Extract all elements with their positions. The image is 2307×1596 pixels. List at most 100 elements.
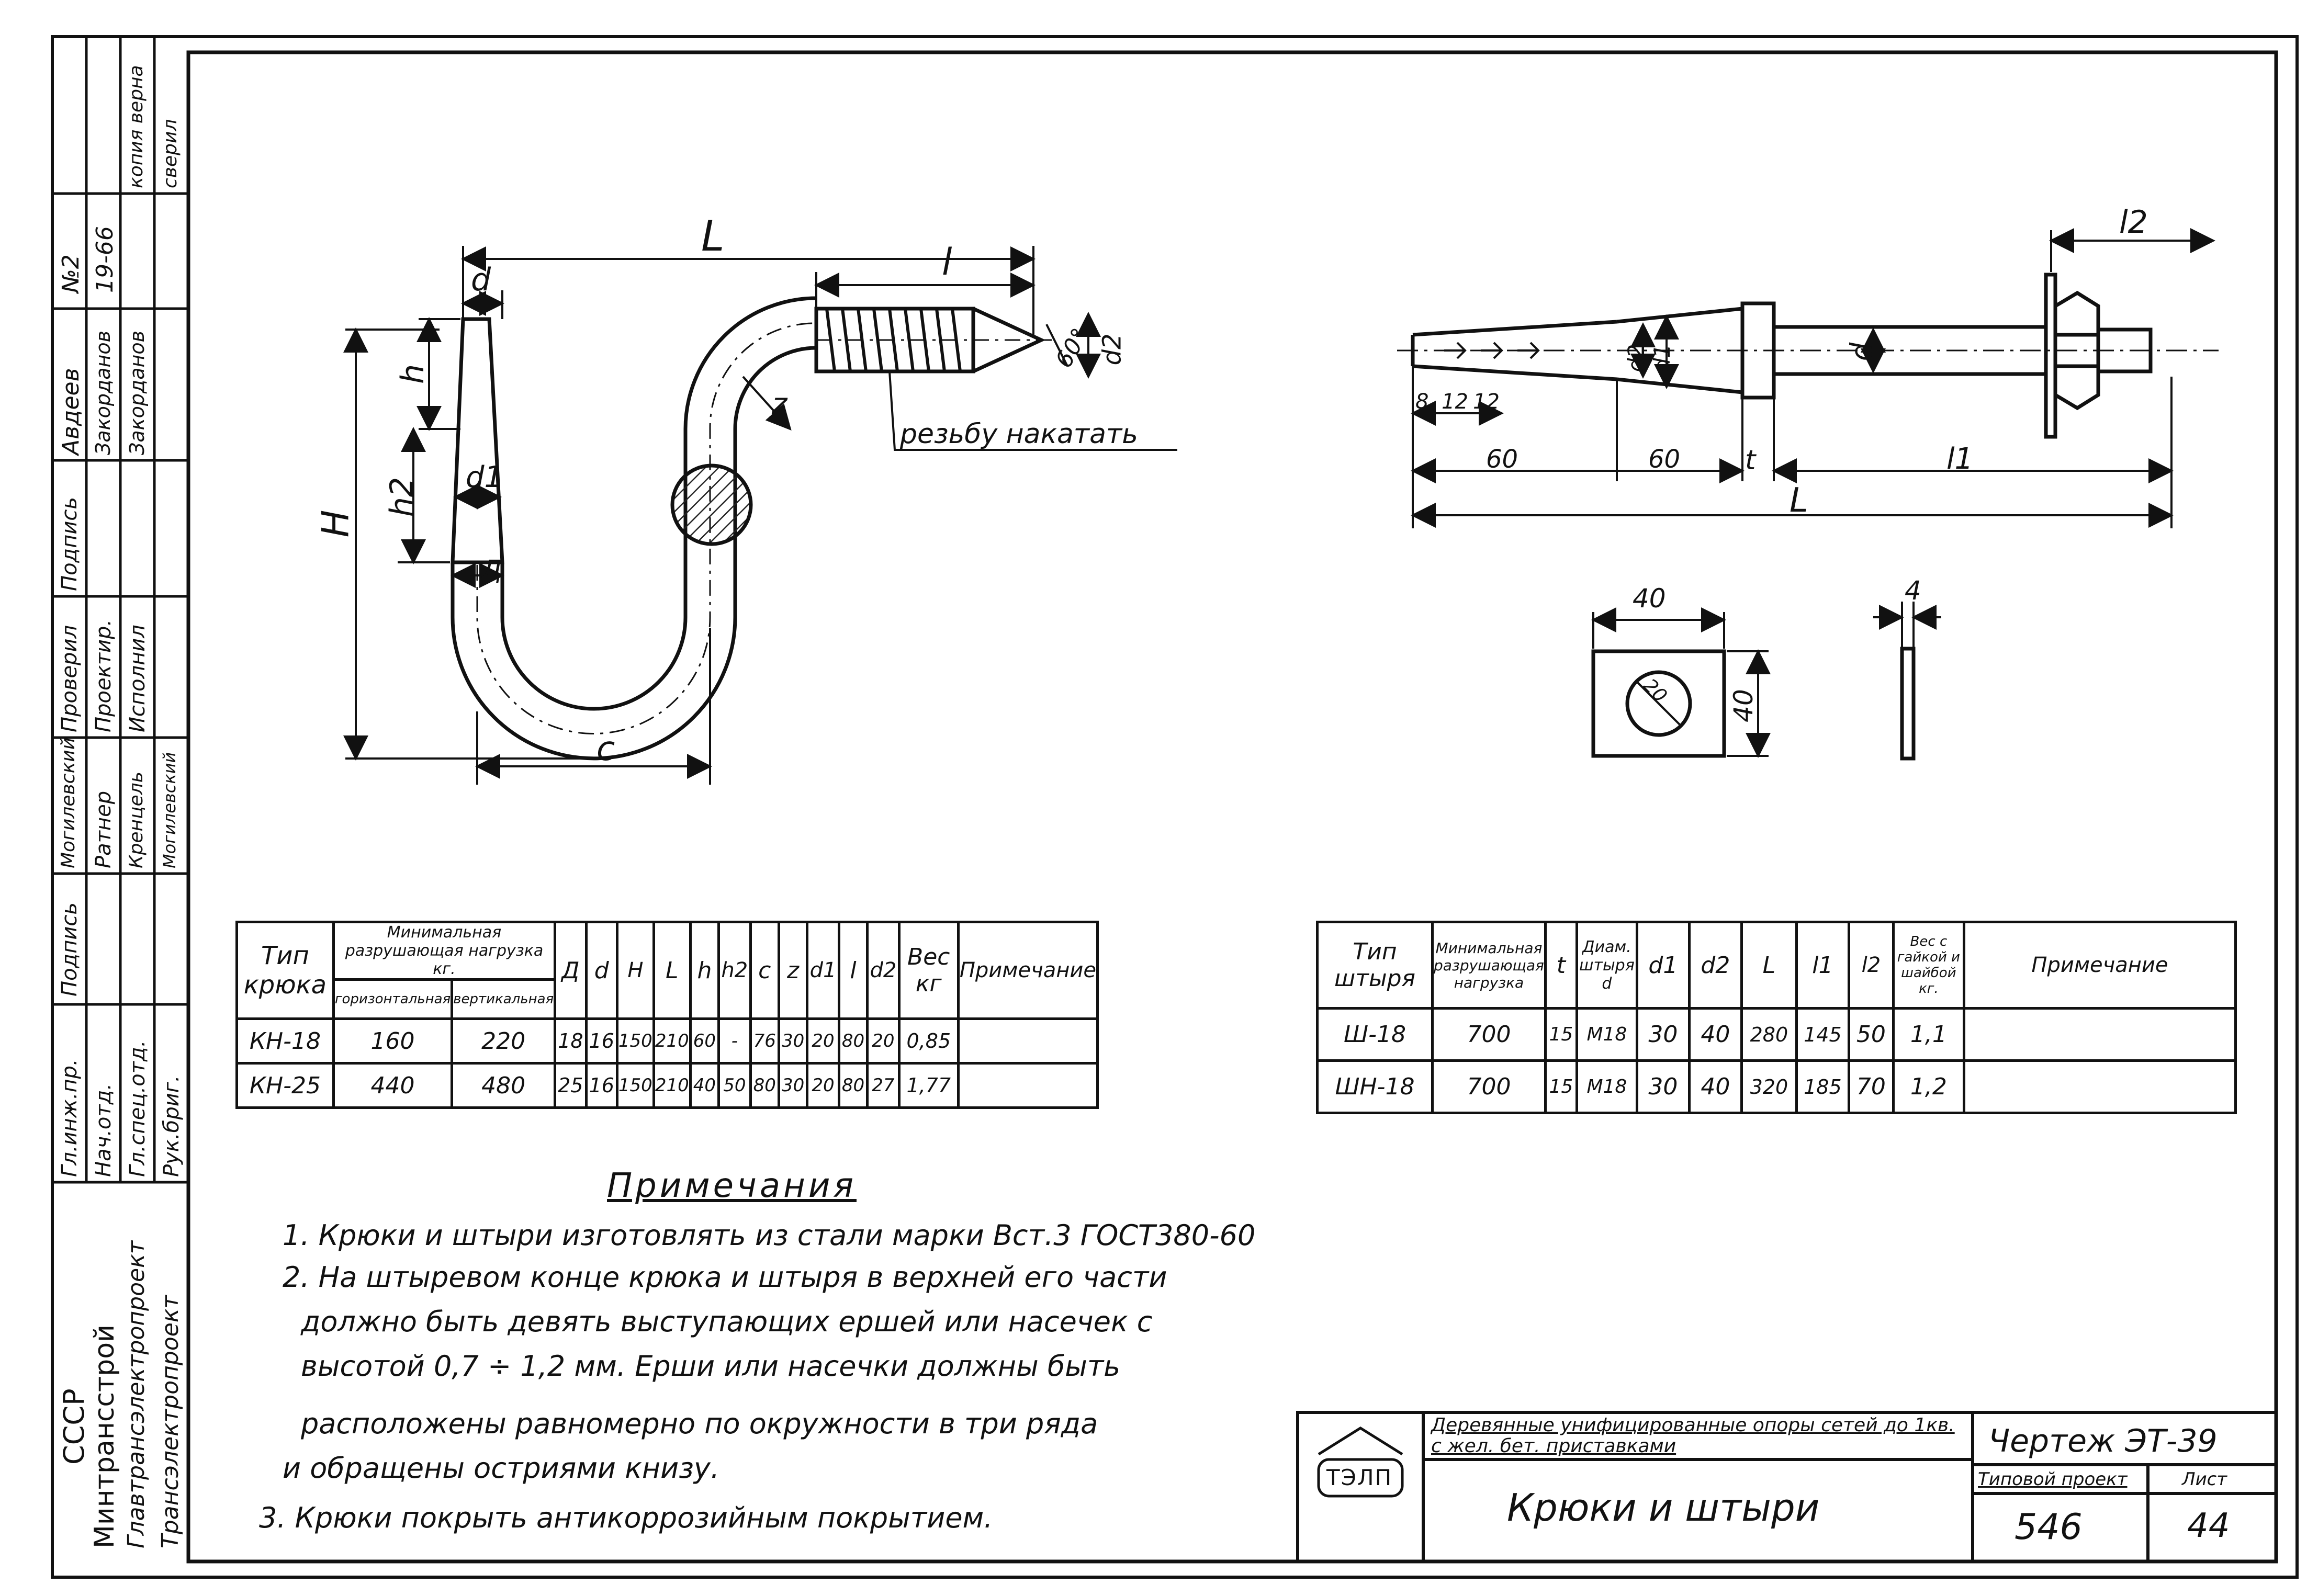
cell: 30 — [1635, 1059, 1691, 1114]
outer-frame — [51, 35, 2299, 1579]
pin-dim-l1: l1 — [1946, 442, 1974, 476]
cell: Ш-18 — [1316, 1007, 1434, 1062]
pin-dim-d: d — [1844, 342, 1879, 361]
pin-drawing — [1397, 273, 2219, 439]
pin-th-d1: d1 — [1635, 921, 1691, 1010]
side-org-3: Главтрансэлектропроект — [123, 1240, 150, 1548]
hook-th-d2: d2 — [866, 921, 901, 1020]
hook-table: Тип крюка Минимальная разрушающая нагруз… — [235, 921, 1099, 1109]
side-org-2: Минтрансстрой — [89, 1325, 120, 1548]
washer-dimensions — [1591, 602, 1941, 758]
table-row: КН-18 160 220 18 16 150 210 60 - 76 30 2… — [235, 1017, 1099, 1065]
hook-dim-d1: d1 — [466, 460, 503, 494]
pin-dim-l2: l2 — [2119, 204, 2148, 241]
cell: 16 — [584, 1062, 618, 1109]
side-name2-3: Закорданов — [126, 330, 149, 455]
cell: 80 — [837, 1062, 869, 1109]
pin-dim-L: L — [1790, 481, 1808, 520]
hook-dim-h2: h2 — [384, 477, 421, 517]
logo-text: ТЭЛП — [1326, 1465, 1393, 1490]
cell: - — [717, 1017, 752, 1065]
cell — [1962, 1007, 2237, 1062]
pin-table: Тип штыря Минимальная разрушающая нагруз… — [1316, 921, 2237, 1114]
hook-th-weight: Вес кг — [897, 921, 960, 1020]
cell: 185 — [1795, 1059, 1850, 1114]
cell: M18 — [1575, 1007, 1638, 1062]
hook-dimensions — [343, 246, 1177, 785]
side-checked-1: Проектир. — [92, 619, 116, 732]
hook-th-vertical: вертикальная — [451, 978, 557, 1020]
pin-dim-d1: d1 — [1649, 344, 1675, 372]
cell: 25 — [554, 1062, 588, 1109]
side-name-1: Могилевский — [58, 737, 79, 868]
cell: 16 — [584, 1017, 618, 1065]
pin-dimensions — [1411, 228, 2215, 528]
cell: 30 — [777, 1017, 809, 1065]
hook-dim-d2: d2 — [1097, 333, 1127, 366]
pin-th-L: L — [1740, 921, 1798, 1010]
washer-dim-4: 4 — [1905, 575, 1921, 606]
cell: 1,77 — [897, 1062, 960, 1109]
side-org-4: Трансэлектропроект — [157, 1295, 184, 1548]
side-name-2: Ратнер — [92, 790, 116, 868]
project-title: Деревянные унифицированные опоры сетей д… — [1431, 1414, 1955, 1457]
side-name-4: Могилевский — [160, 752, 179, 868]
table-row: КН-25 440 480 25 16 150 210 40 50 80 30 … — [235, 1062, 1099, 1109]
note-line: должно быть девять выступающих ершей или… — [301, 1305, 1153, 1338]
cell: 0,85 — [897, 1017, 960, 1065]
pin-dim-d2: d2 — [1623, 344, 1649, 372]
cell: 40 — [1687, 1007, 1743, 1062]
cell: 145 — [1795, 1007, 1850, 1062]
hook-th-z: z — [777, 921, 809, 1020]
cell — [956, 1017, 1099, 1065]
cell: 70 — [1847, 1059, 1895, 1114]
pin-dim-60b: 60 — [1648, 445, 1681, 474]
side-signature-header-2: Подпись — [58, 497, 82, 591]
cell: 27 — [866, 1062, 901, 1109]
side-signature-header: Подпись — [58, 902, 82, 997]
hook-section-hatched — [670, 463, 753, 546]
table-row: ШН-18 700 15 M18 30 40 320 185 70 1,2 — [1316, 1059, 2237, 1114]
side-role-3: Гл.спец.отд. — [126, 1040, 150, 1177]
hook-dim-H: H — [314, 510, 357, 538]
notes-title: Примечания — [607, 1167, 857, 1205]
cell: 220 — [451, 1017, 557, 1065]
note-line: 3. Крюки покрыть антикоррозийным покрыти… — [259, 1501, 993, 1534]
note-line: 1. Крюки и штыри изготовлять из стали ма… — [283, 1219, 1256, 1252]
side-top-4: сверил — [160, 119, 181, 188]
pin-dim-60a: 60 — [1486, 445, 1518, 474]
cell: 160 — [332, 1017, 454, 1065]
cell: 700 — [1431, 1007, 1547, 1062]
hook-th-type: Тип крюка — [235, 921, 335, 1020]
pin-th-d: Диам. штыря d — [1575, 921, 1638, 1010]
cell: 210 — [652, 1017, 692, 1065]
hook-dim-c: c — [597, 730, 615, 768]
sheet-number: 44 — [2187, 1507, 2230, 1545]
pin-th-l1: l1 — [1795, 921, 1850, 1010]
note-line: и обращены остриями книзу. — [283, 1452, 720, 1485]
pin-dim-12a: 12 — [1442, 390, 1468, 414]
washer-drawing — [1591, 647, 1916, 761]
hook-th-l: l — [837, 921, 869, 1020]
cell: 280 — [1740, 1007, 1798, 1062]
note-line: расположены равномерно по окружности в т… — [301, 1407, 1098, 1440]
side-checked-header: Проверил — [58, 625, 82, 732]
note-line: 2. На штыревом конце крюка и штыря в вер… — [283, 1261, 1167, 1294]
cell: 20 — [806, 1017, 840, 1065]
title-block-frame — [1296, 1411, 2278, 1563]
hook-th-load: Минимальная разрушающая нагрузка кг. — [332, 921, 557, 981]
cell: 50 — [1847, 1007, 1895, 1062]
side-top-1: №2 — [58, 254, 84, 293]
cell: 60 — [689, 1017, 721, 1065]
sheet-label: Лист — [2182, 1469, 2227, 1490]
sheet-title: Крюки и штыри — [1507, 1486, 1820, 1530]
pin-th-note: Примечание — [1962, 921, 2237, 1010]
pin-dim-8: 8 — [1415, 390, 1429, 414]
typical-project-label: Типовой проект — [1978, 1469, 2128, 1490]
cell: 20 — [806, 1062, 840, 1109]
cell: 80 — [749, 1062, 780, 1109]
cell: 40 — [1687, 1059, 1743, 1114]
cell: ШН-18 — [1316, 1059, 1434, 1114]
side-top-3: копия верна — [126, 65, 147, 188]
